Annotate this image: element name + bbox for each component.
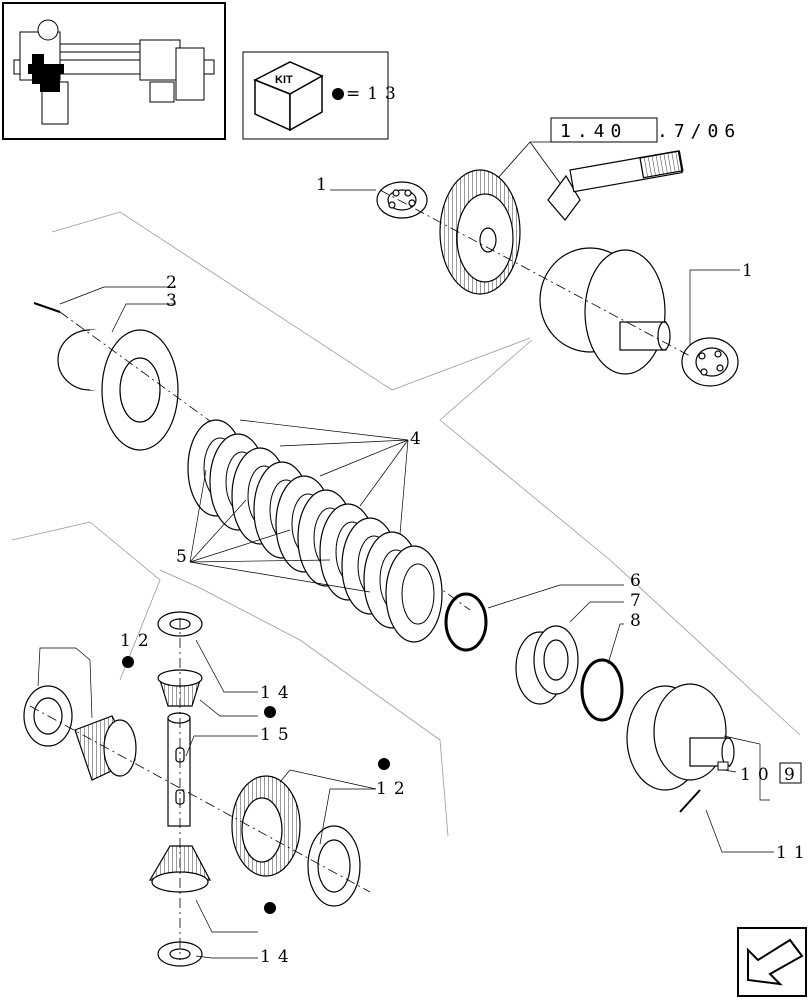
callout-12-left[interactable]: 12 [120,631,156,651]
callout-12-right[interactable]: 12 [376,779,412,799]
section-outline [11,211,801,837]
callout-11[interactable]: 11 [776,843,812,863]
snap-ring-8 [580,658,624,722]
callout-3[interactable]: 3 [166,291,184,311]
kit-markers [122,656,390,914]
kit-legend: KIT =13 [242,51,403,140]
callout-14-top[interactable]: 14 [260,683,296,703]
kit-dot-icon [378,758,390,770]
bearing-top [376,181,428,219]
kit-dot-icon [332,88,344,100]
highlighted-differential-icon [28,54,64,92]
callout-4[interactable]: 4 [410,429,428,449]
callout-8[interactable]: 8 [630,611,648,631]
callout-1-right[interactable]: 1 [742,261,760,281]
callout-1-top[interactable]: 1 [316,175,334,195]
callout-9[interactable]: 9 [784,765,802,785]
kit-box-icon [253,61,324,132]
callout-14-bottom[interactable]: 14 [260,947,296,967]
pin-10 [717,761,729,771]
arrow-left-icon [747,938,804,986]
kit-dot-icon [264,706,276,718]
cross-shaft-15 [167,712,191,827]
callout-15[interactable]: 15 [260,725,296,745]
side-gear-left [74,715,137,781]
kit-dot-icon [264,902,276,914]
callout-9-box [779,762,802,784]
kit-quantity: =13 [346,84,403,104]
clutch-disc-bore [401,563,435,625]
thrust-cup-7 [515,625,579,705]
kit-dot-icon [122,656,134,668]
axle-thumbnail[interactable] [2,2,226,140]
callout-6[interactable]: 6 [630,571,648,591]
reference-part-b: .7/06 [657,121,741,142]
bearing-right [681,337,739,387]
clutch-disc-pack [187,419,443,643]
clutch-hub [57,329,179,451]
reference-box[interactable]: 1.40 .7/06 [497,117,741,191]
callout-5[interactable]: 5 [176,547,194,567]
callout-7[interactable]: 7 [630,591,648,611]
thrust-washer-12-right [307,825,361,907]
differential-housing [539,247,671,375]
snap-ring-6 [444,592,488,652]
callout-10[interactable]: 10 [740,765,776,785]
ring-gear [439,169,521,295]
leader-lines [37,189,774,959]
pinion-shaft [547,150,684,221]
callout-2[interactable]: 2 [166,273,184,293]
reference-part-a: 1.40 [560,121,627,142]
bolt-11 [679,789,701,813]
diff-case-9 [626,683,735,791]
kit-label: KIT [275,74,293,86]
previous-page-button[interactable] [737,927,807,997]
side-gear-right [231,775,301,877]
pin-2 [33,302,61,313]
